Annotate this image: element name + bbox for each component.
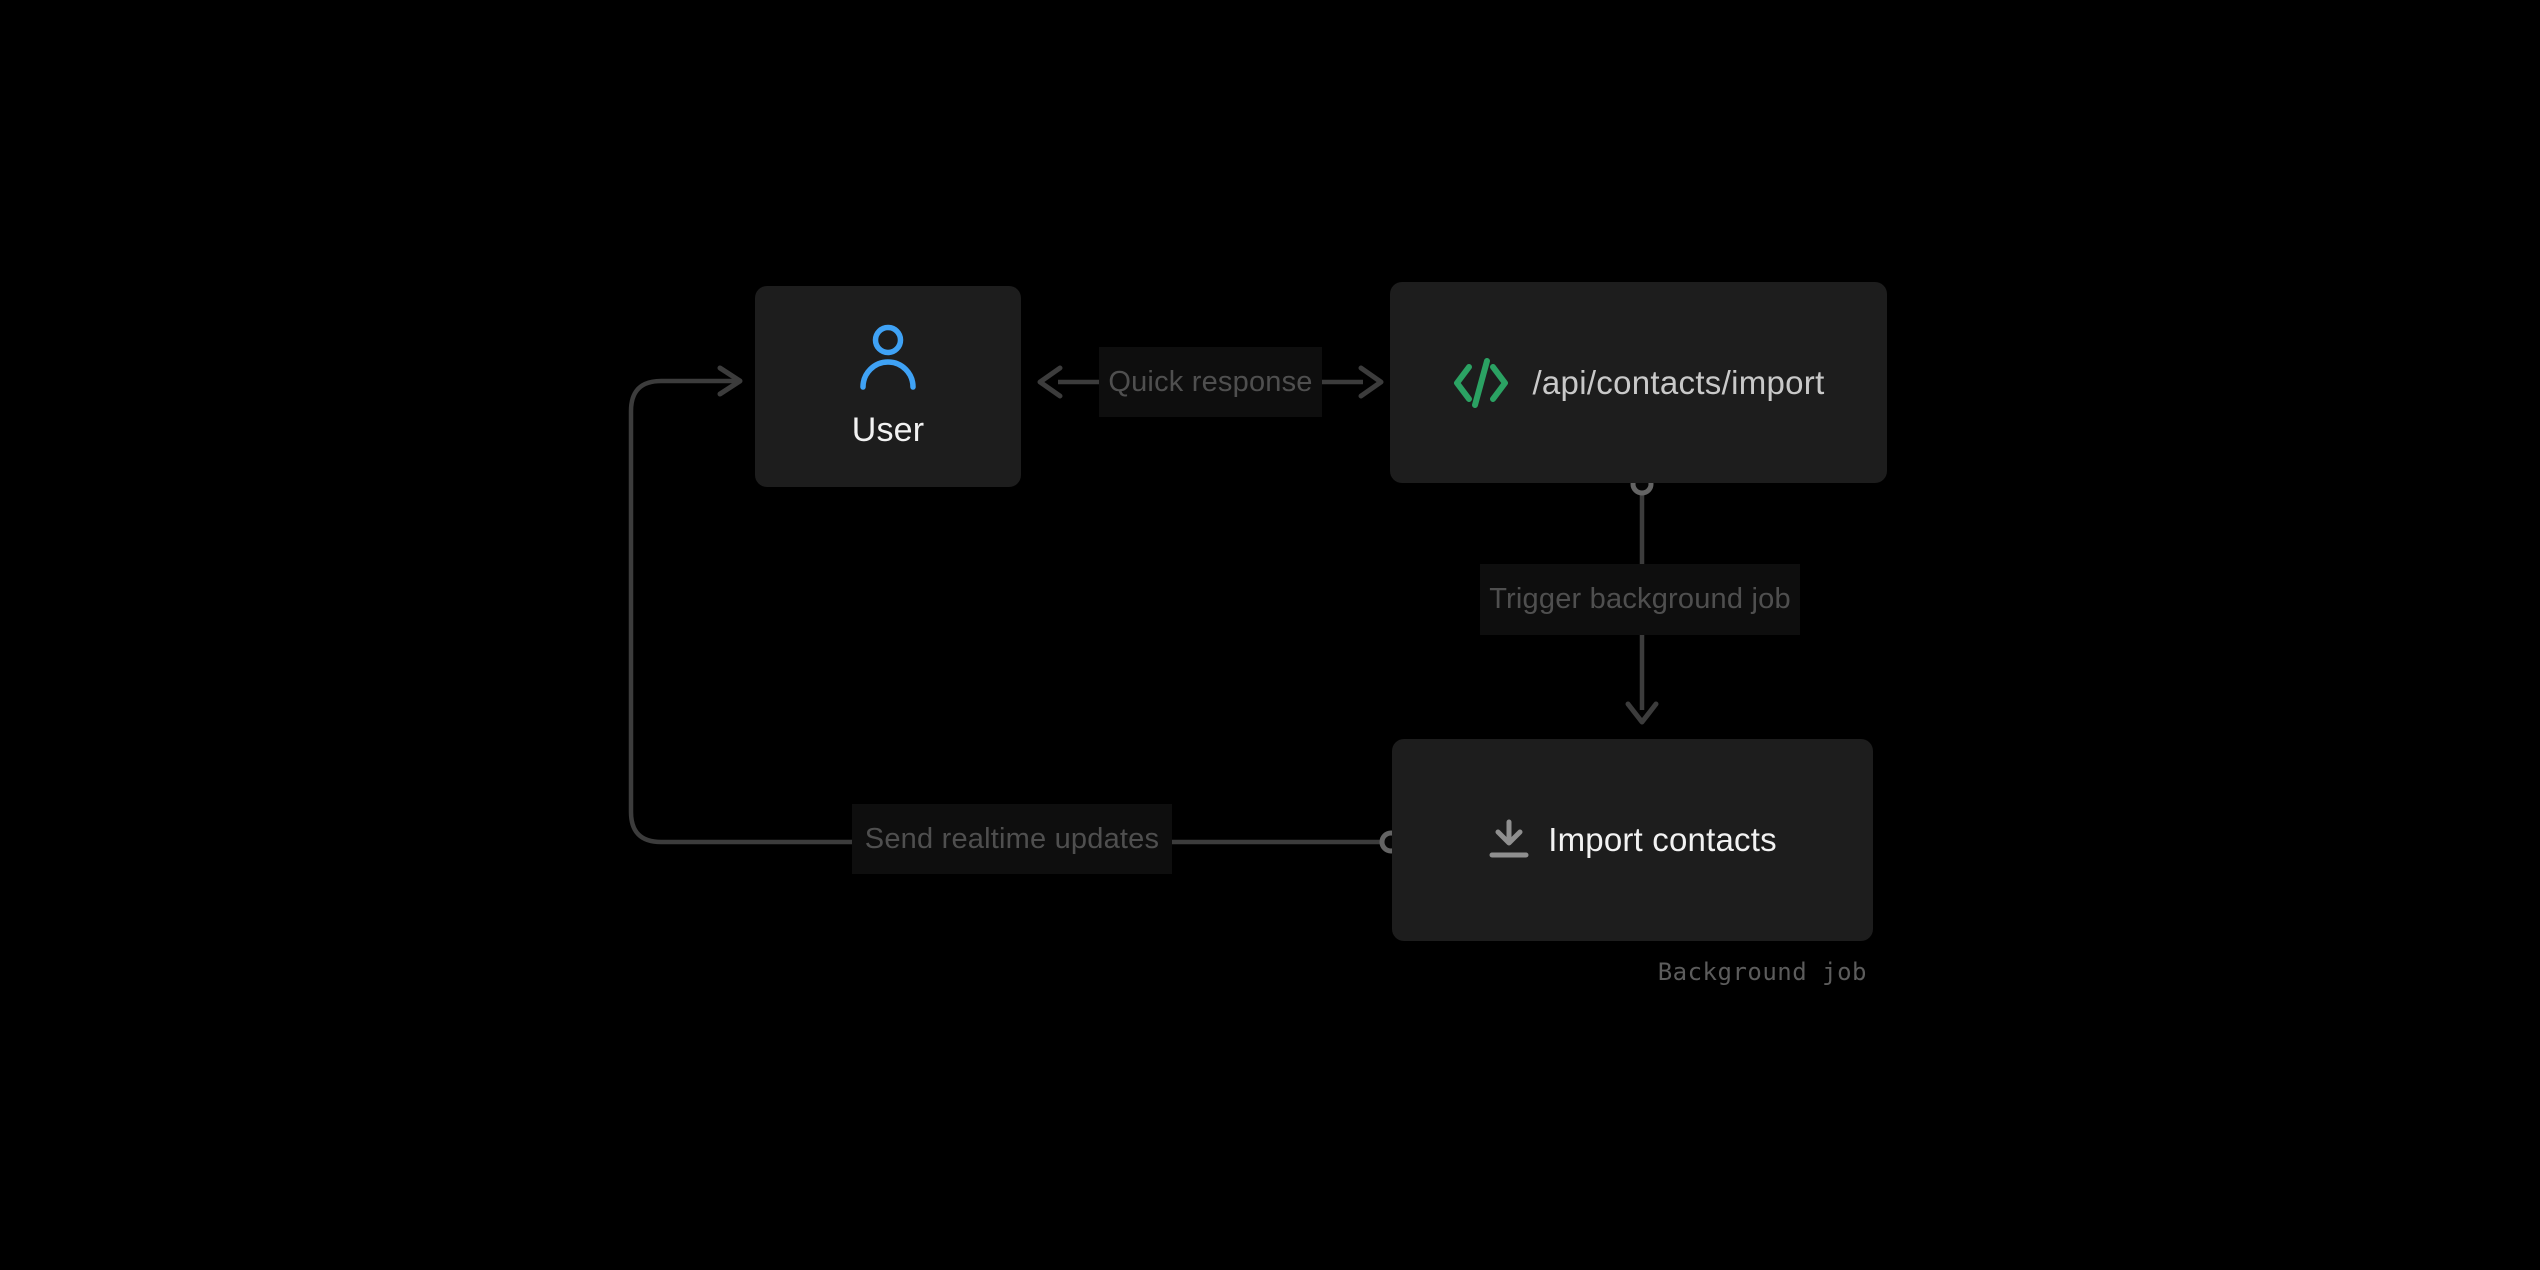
node-api-label: /api/contacts/import bbox=[1532, 363, 1825, 401]
node-user-label: User bbox=[851, 411, 925, 449]
arrowhead-left-icon bbox=[1037, 365, 1063, 399]
user-icon bbox=[860, 324, 916, 390]
node-import-label: Import contacts bbox=[1548, 821, 1777, 858]
code-icon bbox=[1454, 357, 1509, 408]
edge-label-trigger-background-job: Trigger background job bbox=[1480, 564, 1800, 635]
download-icon bbox=[1489, 819, 1529, 858]
arrowhead-down-icon bbox=[1625, 701, 1659, 725]
node-import-contacts[interactable]: Import contacts bbox=[1392, 739, 1873, 941]
node-api-endpoint[interactable]: /api/contacts/import bbox=[1390, 282, 1887, 483]
arrowhead-right-icon bbox=[1358, 365, 1384, 399]
edge-label-send-realtime-updates: Send realtime updates bbox=[852, 804, 1172, 874]
arrowhead-right-icon bbox=[717, 365, 743, 397]
node-import-caption: Background job bbox=[1657, 958, 1867, 986]
edge-label-quick-response: Quick response bbox=[1099, 347, 1322, 417]
node-user[interactable]: User bbox=[755, 286, 1021, 487]
